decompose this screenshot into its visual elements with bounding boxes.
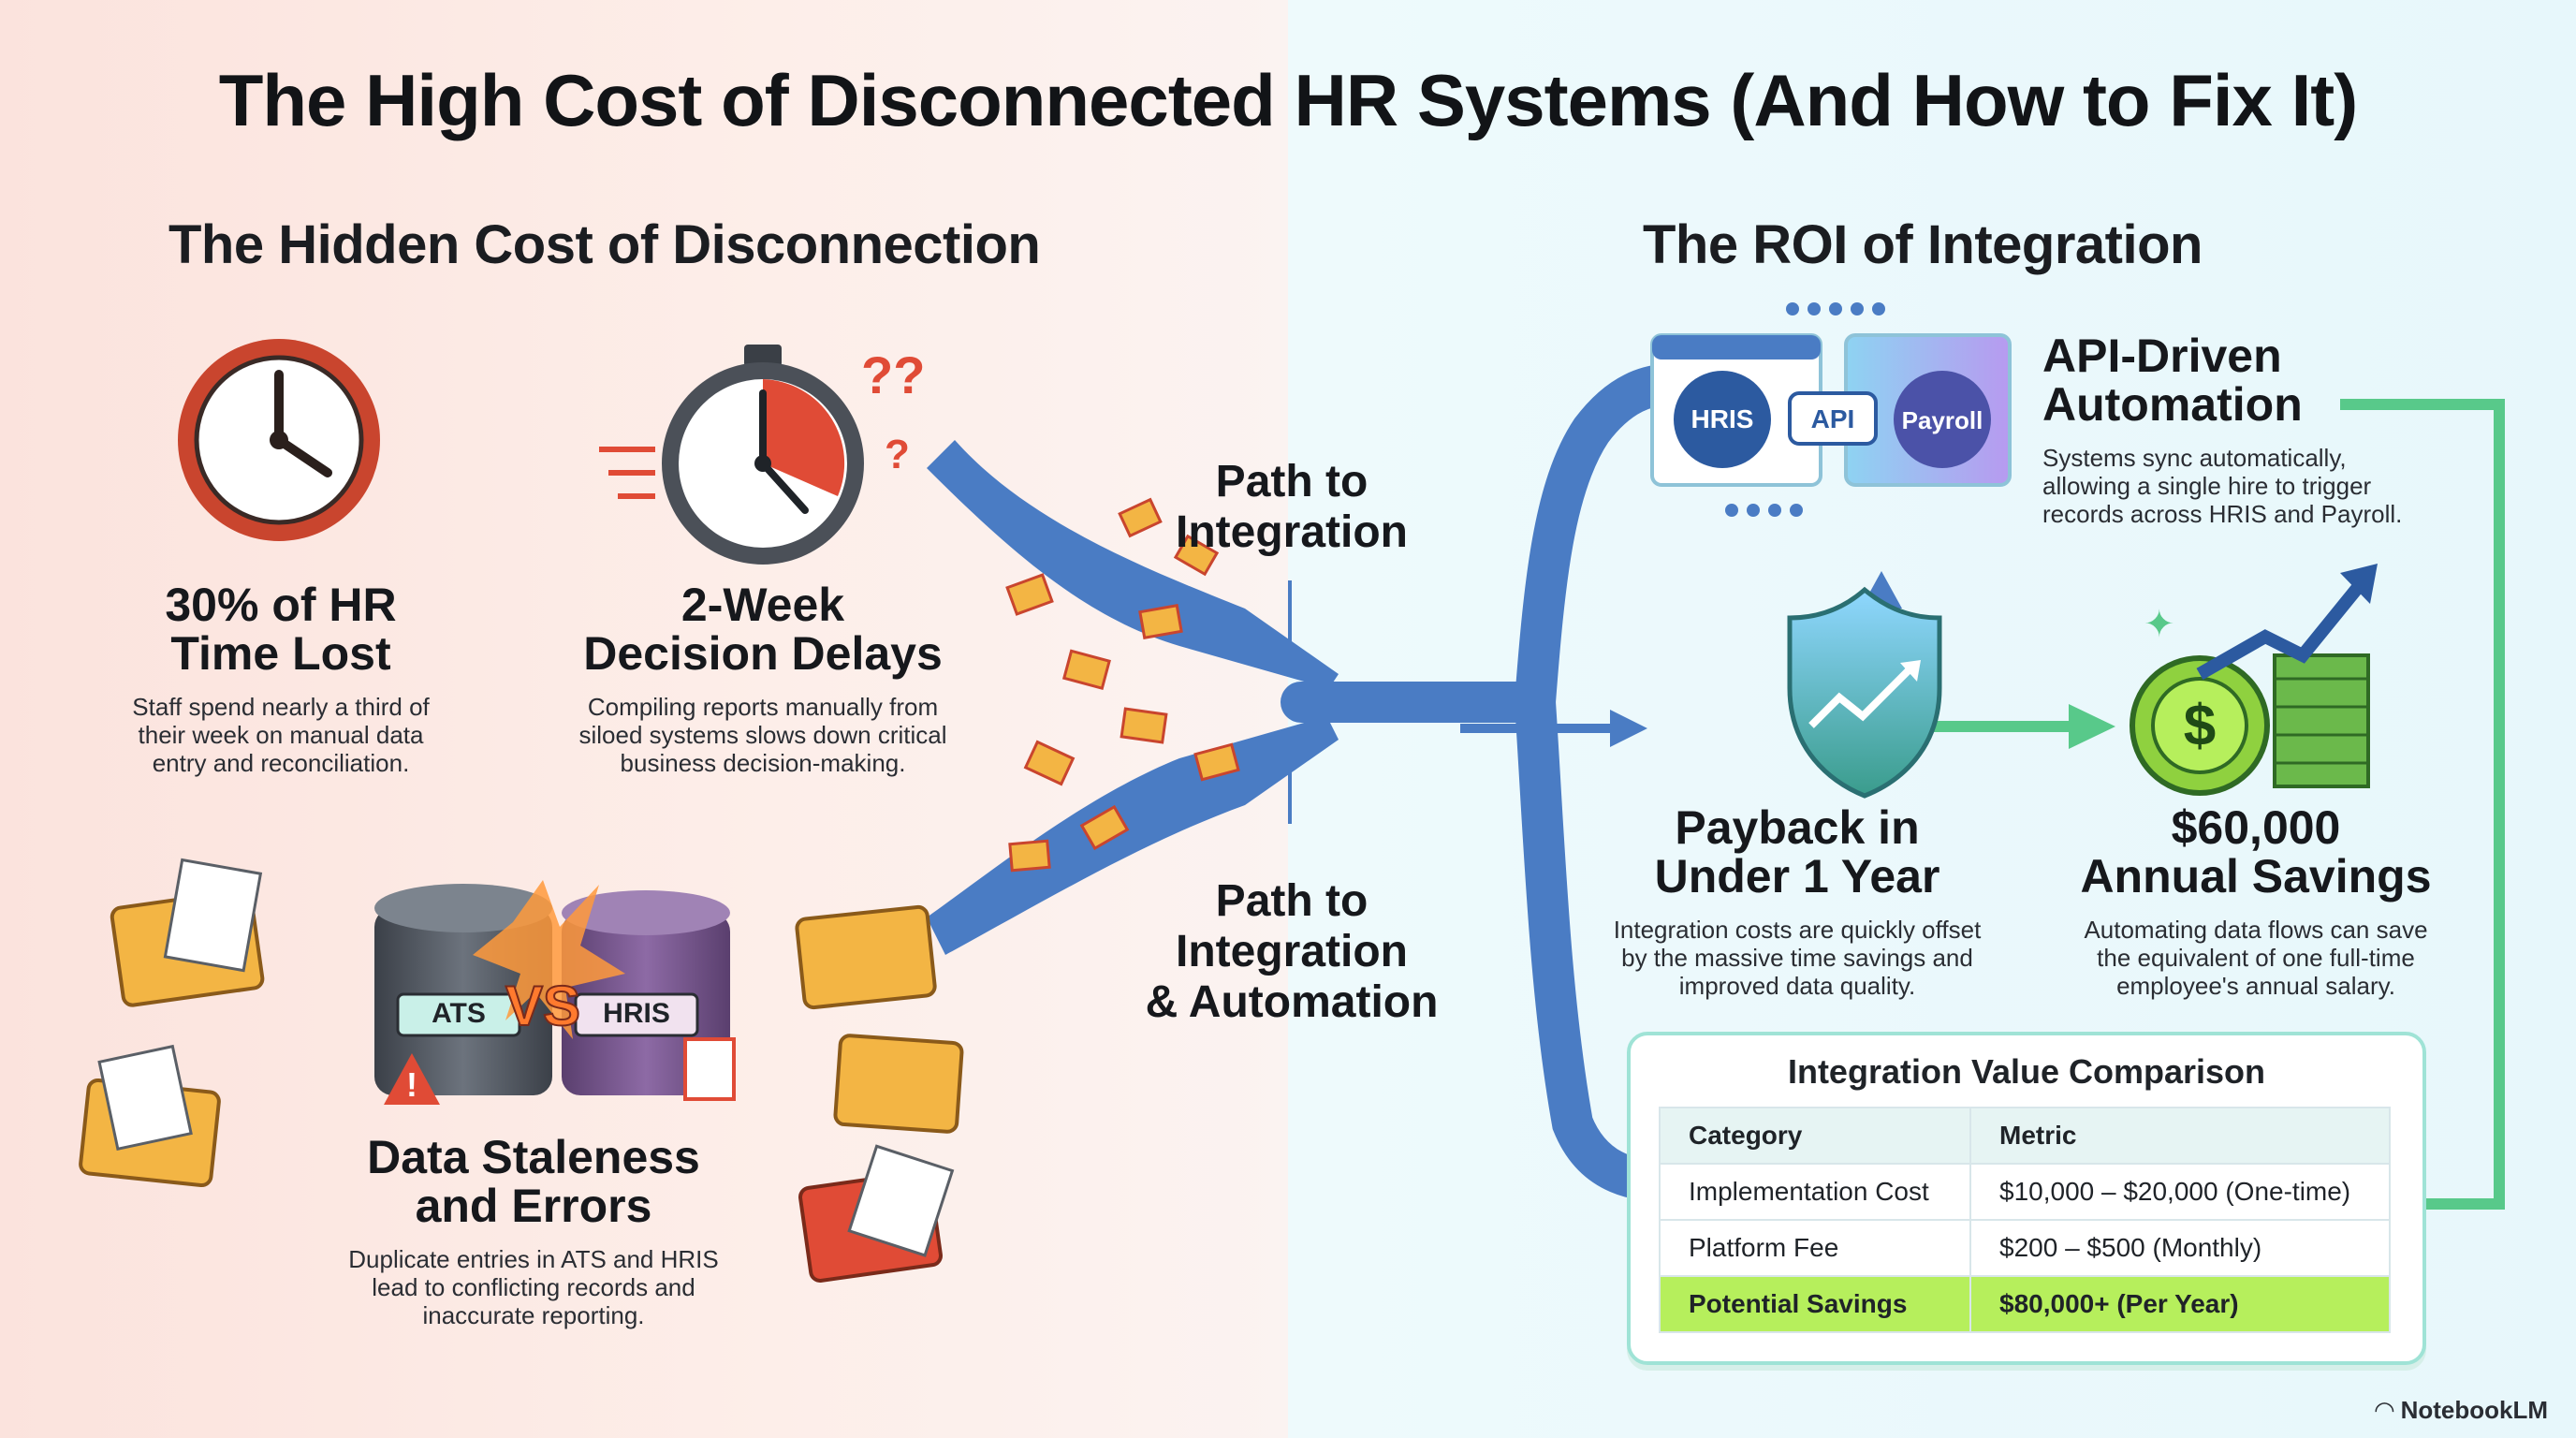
path-bottom-line3: & Automation: [1145, 977, 1439, 1027]
folder-icons: [79, 858, 964, 1283]
shield-icon: [1787, 586, 1942, 799]
api-desc-line3: records across HRIS and Payroll.: [2042, 500, 2403, 528]
table-header-row: Category Metric: [1659, 1107, 2391, 1165]
page-title: The High Cost of Disconnected HR Systems…: [218, 59, 2358, 141]
notebooklm-brand: ◠ NotebookLM: [2375, 1396, 2548, 1425]
api-title-line2: Automation: [2042, 378, 2303, 431]
integration-value-panel: Integration Value Comparison Category Me…: [1627, 1032, 2426, 1365]
path-top-line1: Path to: [1215, 457, 1368, 506]
time-lost-desc-line2: their week on manual data: [138, 721, 424, 749]
comparison-table-title: Integration Value Comparison: [1787, 1052, 2266, 1091]
ats-database-label: ATS: [432, 998, 486, 1029]
stopwatch-icon: ?? ?: [599, 345, 925, 565]
api-integration-graphic: [1650, 302, 2012, 517]
table-cell: $200 – $500 (Monthly): [1969, 1219, 2391, 1277]
brand-label: NotebookLM: [2400, 1396, 2548, 1424]
data-staleness-card: Data Staleness and Errors Duplicate entr…: [328, 1133, 739, 1329]
time-lost-card: 30% of HR Time Lost Staff spend nearly a…: [103, 580, 459, 777]
table-cell: Potential Savings: [1659, 1275, 1971, 1333]
savings-desc-line1: Automating data flows can save: [2084, 916, 2428, 944]
table-cell: $10,000 – $20,000 (One-time): [1969, 1163, 2391, 1221]
path-top-line2: Integration: [1176, 507, 1408, 557]
time-lost-desc-line3: entry and reconciliation.: [152, 749, 410, 777]
flow-arrows: [1288, 571, 2115, 824]
staleness-desc-line3: inaccurate reporting.: [422, 1301, 645, 1329]
savings-title-line2: Annual Savings: [2080, 850, 2432, 902]
table-row: Platform Fee $200 – $500 (Monthly): [1659, 1219, 2391, 1277]
flying-documents: [1005, 497, 1240, 873]
payroll-node-label: Payroll: [1901, 406, 1983, 434]
right-section-title: The ROI of Integration: [1643, 214, 2203, 275]
svg-text:✦: ✦: [2144, 603, 2175, 646]
table-cell: $80,000+ (Per Year): [1969, 1275, 2391, 1333]
api-desc-line2: allowing a single hire to trigger: [2042, 472, 2372, 500]
delays-desc-line3: business decision-making.: [620, 749, 906, 777]
staleness-title-line1: Data Staleness: [367, 1131, 700, 1183]
api-desc-line1: Systems sync automatically,: [2042, 444, 2347, 472]
left-section-title: The Hidden Cost of Disconnection: [168, 214, 1041, 275]
savings-desc-line3: employee's annual salary.: [2116, 972, 2395, 1000]
savings-desc-line2: the equivalent of one full-time: [2097, 944, 2415, 972]
delays-title-line1: 2-Week: [681, 579, 845, 631]
path-to-integration-label: Path to Integration: [1123, 457, 1460, 558]
payback-title-line2: Under 1 Year: [1654, 850, 1940, 902]
svg-text:??: ??: [861, 345, 925, 404]
database-icons: [374, 880, 736, 1105]
annual-savings-card: $60,000 Annual Savings Automating data f…: [2050, 803, 2462, 1000]
decision-delays-card: 2-Week Decision Delays Compiling reports…: [552, 580, 973, 777]
path-bottom-line2: Integration: [1176, 927, 1408, 976]
time-lost-title-line2: Time Lost: [170, 627, 391, 680]
api-title-line1: API-Driven: [2042, 330, 2282, 382]
dollar-sign-icon: $: [2183, 694, 2217, 758]
table-row-highlighted: Potential Savings $80,000+ (Per Year): [1659, 1275, 2391, 1333]
api-automation-card: API-Driven Automation Systems sync autom…: [2042, 331, 2454, 528]
table-cell: Implementation Cost: [1659, 1163, 1971, 1221]
warning-icon: !: [406, 1065, 417, 1104]
payback-card: Payback in Under 1 Year Integration cost…: [1582, 803, 2012, 1000]
time-lost-desc-line1: Staff spend nearly a third of: [132, 693, 430, 721]
time-lost-title-line1: 30% of HR: [165, 579, 397, 631]
staleness-desc-line2: lead to conflicting records and: [372, 1273, 695, 1301]
payback-desc-line3: improved data quality.: [1678, 972, 1916, 1000]
blue-flow-stream: [927, 363, 1696, 1202]
comparison-table: Category Metric Implementation Cost $10,…: [1659, 1107, 2391, 1333]
payback-desc-line1: Integration costs are quickly offset: [1613, 916, 1982, 944]
staleness-desc-line1: Duplicate entries in ATS and HRIS: [348, 1245, 719, 1273]
staleness-title-line2: and Errors: [415, 1180, 652, 1232]
table-cell: Platform Fee: [1659, 1219, 1971, 1277]
delays-title-line2: Decision Delays: [583, 627, 943, 680]
notebooklm-logo-icon: ◠: [2375, 1396, 2401, 1424]
left-background: [0, 0, 1288, 1438]
hris-node-label: HRIS: [1690, 404, 1754, 433]
payback-title-line1: Payback in: [1675, 801, 1920, 854]
path-to-automation-label: Path to Integration & Automation: [1105, 876, 1479, 1028]
column-header: Category: [1659, 1107, 1971, 1165]
versus-label: VS: [505, 974, 581, 1038]
path-bottom-line1: Path to: [1215, 876, 1368, 926]
api-node-label: API: [1810, 404, 1855, 433]
savings-title-line1: $60,000: [2171, 801, 2341, 854]
green-return-line: [2340, 399, 2505, 1210]
svg-text:?: ?: [885, 432, 910, 477]
delays-desc-line1: Compiling reports manually from: [587, 693, 939, 721]
column-header: Metric: [1969, 1107, 2391, 1165]
delays-desc-line2: siloed systems slows down critical: [578, 721, 947, 749]
hris-database-label: HRIS: [603, 998, 670, 1029]
clock-icon: [178, 339, 380, 541]
payback-desc-line2: by the massive time savings and: [1621, 944, 1973, 972]
table-row: Implementation Cost $10,000 – $20,000 (O…: [1659, 1163, 2391, 1221]
coin-stack-icon: ✦: [2130, 564, 2378, 796]
